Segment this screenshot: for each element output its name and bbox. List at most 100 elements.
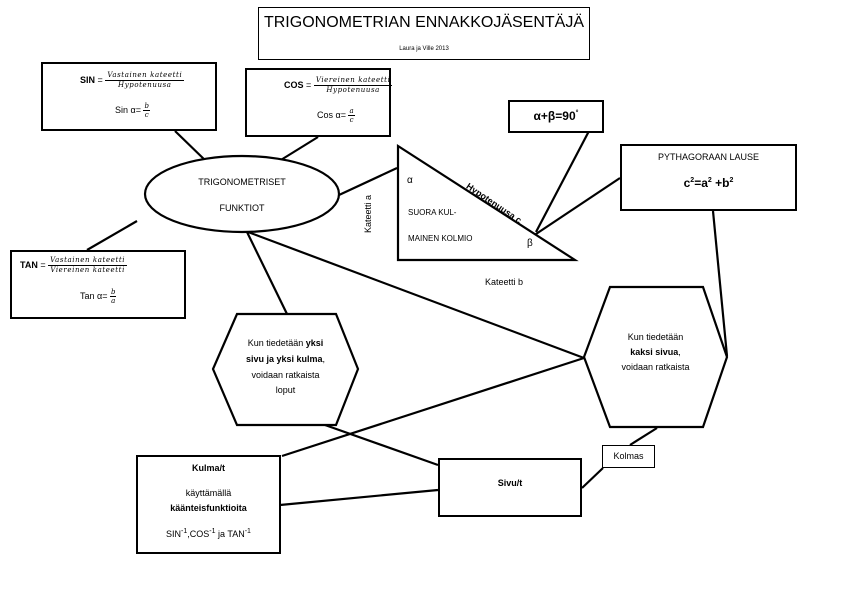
inv-cos: ,COS: [187, 529, 210, 539]
angles-title: Kulma/t: [191, 463, 225, 473]
sin-numerator: Vastainen kateetti: [105, 71, 185, 81]
inv-sin-exp: -1: [181, 528, 188, 535]
formula-a: a: [701, 176, 708, 190]
formula-c: c: [683, 176, 691, 190]
hex-left-text-1b: yksi: [305, 338, 324, 348]
cos-short-lhs: Cos α=: [317, 109, 346, 120]
side-a-label: Kateetti a: [363, 194, 373, 233]
cos-short-formula: Cos α= a c: [317, 107, 355, 124]
hex-right-comma: ,: [678, 347, 681, 357]
formula-exp-b: 2: [729, 177, 734, 184]
kolmas-box: Kolmas: [602, 445, 655, 468]
connector-functions-hexleft: [246, 231, 288, 315]
tan-formula: TAN = Vastainen kateetti Viereinen katee…: [20, 256, 128, 275]
connector-kolmas-hexright: [629, 427, 658, 446]
connector-angles-sides: [279, 488, 439, 507]
inv-tan: ja TAN: [215, 529, 245, 539]
cos-short-num: a: [348, 107, 355, 116]
sin-short-lhs: Sin α=: [115, 104, 141, 115]
tan-short-den: a: [111, 297, 116, 305]
triangle-alpha: α: [407, 175, 413, 186]
connector-sides-kolmas: [581, 467, 604, 489]
angle-sum-box: α+β=90°: [508, 100, 604, 133]
sin-label: SIN: [80, 74, 96, 85]
cos-formula: COS = Viereinen kateetti Hypotenuusa: [284, 76, 393, 95]
tan-box: TAN = Vastainen kateetti Viereinen katee…: [10, 250, 186, 319]
right-triangle-shape: [396, 143, 579, 262]
angles-box: Kulma/t käyttämällä käänteisfunktioita S…: [136, 455, 281, 554]
sin-box: SIN = Vastainen kateetti Hypotenuusa Sin…: [41, 62, 217, 131]
connector-functions-triangle: [338, 167, 398, 196]
angle-sum-text: α+β=90°: [510, 109, 602, 123]
tan-short-num: b: [110, 288, 117, 297]
hex-left-line-3: voidaan ratkaista: [251, 370, 320, 380]
cos-short-fraction: a c: [348, 107, 355, 124]
side-b-label: Kateetti b: [485, 277, 524, 287]
hexagon-left-shape: [211, 312, 360, 427]
angles-line-2: käyttämällä: [185, 488, 232, 498]
sides-title: Sivu/t: [497, 478, 523, 488]
functions-label-2: FUNKTIOT: [219, 203, 265, 213]
formula-exp-c: 2: [690, 177, 695, 184]
hex-left-text-1a: Kun tiedetään: [247, 338, 306, 348]
tan-label: TAN: [20, 259, 38, 270]
pythagoras-box: PYTHAGORAAN LAUSE c2=a2 +b2: [620, 144, 797, 211]
connector-pythagoras-hexright: [711, 210, 729, 357]
triangle-label-2: MAINEN KOLMIO: [408, 234, 473, 243]
angle-sum-value: α+β=90: [533, 109, 576, 123]
connector-tan-functions: [86, 220, 138, 251]
cos-box: COS = Viereinen kateetti Hypotenuusa Cos…: [245, 68, 393, 137]
sin-short-den: c: [144, 111, 149, 119]
inv-cos-exp: -1: [209, 528, 216, 535]
sin-short-formula: Sin α= b c: [115, 102, 150, 119]
formula-exp-a: 2: [707, 177, 712, 184]
tan-numerator: Vastainen kateetti: [48, 256, 128, 266]
hex-left-text-2: sivu ja yksi kulma: [245, 354, 323, 364]
connector-anglesum-triangle: [535, 130, 590, 233]
formula-b: b: [722, 176, 730, 190]
connector-hexright-angles: [281, 356, 585, 458]
inv-tan-exp: -1: [244, 528, 251, 535]
tan-short-formula: Tan α= b a: [80, 288, 117, 305]
sin-formula: SIN = Vastainen kateetti Hypotenuusa: [80, 71, 185, 90]
hexagon-right-shape: [582, 285, 729, 429]
authors-text: Laura ja Ville 2013: [399, 46, 449, 52]
angles-line-3: käänteisfunktioita: [170, 503, 247, 513]
hex-left-line-4: loput: [275, 385, 296, 395]
angles-line-4: SIN-1,COS-1 ja TAN-1: [138, 528, 279, 539]
hex-left-line-2: sivu ja yksi kulma,: [213, 354, 358, 364]
connector-pythagoras-triangle: [535, 177, 621, 235]
hex-right-line-3: voidaan ratkaista: [621, 362, 690, 372]
triangle-label-1: SUORA KUL-: [408, 208, 457, 217]
formula-eq: =: [694, 176, 702, 190]
hex-left-line-1: Kun tiedetään yksi: [213, 338, 358, 348]
tan-fraction: Vastainen kateetti Viereinen kateetti: [48, 256, 128, 275]
cos-short-den: c: [349, 116, 354, 124]
connector-hexleft-sides: [324, 423, 439, 467]
pythagoras-title: PYTHAGORAAN LAUSE: [657, 152, 760, 162]
hex-right-line-2: kaksi sivua,: [584, 347, 727, 357]
connector-functions-hexright: [247, 230, 585, 360]
hex-left-comma: ,: [322, 354, 326, 364]
title-box: TRIGONOMETRIAN ENNAKKOJÄSENTÄJÄ Laura ja…: [258, 7, 590, 60]
cos-fraction: Viereinen kateetti Hypotenuusa: [313, 76, 393, 95]
cos-label: COS: [284, 79, 304, 90]
page-title: TRIGONOMETRIAN ENNAKKOJÄSENTÄJÄ: [263, 14, 585, 31]
pythagoras-formula: c2=a2 +b2: [622, 176, 795, 190]
tan-short-fraction: b a: [110, 288, 117, 305]
cos-numerator: Viereinen kateetti: [313, 76, 393, 86]
functions-ellipse: [143, 154, 341, 234]
hex-right-line-1: Kun tiedetään: [627, 332, 684, 342]
triangle-beta: β: [527, 238, 533, 249]
sin-short-fraction: b c: [143, 102, 150, 119]
functions-label-1: TRIGONOMETRISET: [198, 177, 286, 187]
tan-denominator: Viereinen kateetti: [50, 266, 125, 274]
sin-fraction: Vastainen kateetti Hypotenuusa: [105, 71, 185, 90]
cos-denominator: Hypotenuusa: [326, 86, 380, 94]
kolmas-label: Kolmas: [613, 451, 644, 461]
sin-denominator: Hypotenuusa: [117, 81, 172, 89]
tan-short-lhs: Tan α=: [80, 290, 108, 301]
inv-sin: SIN: [166, 529, 182, 539]
